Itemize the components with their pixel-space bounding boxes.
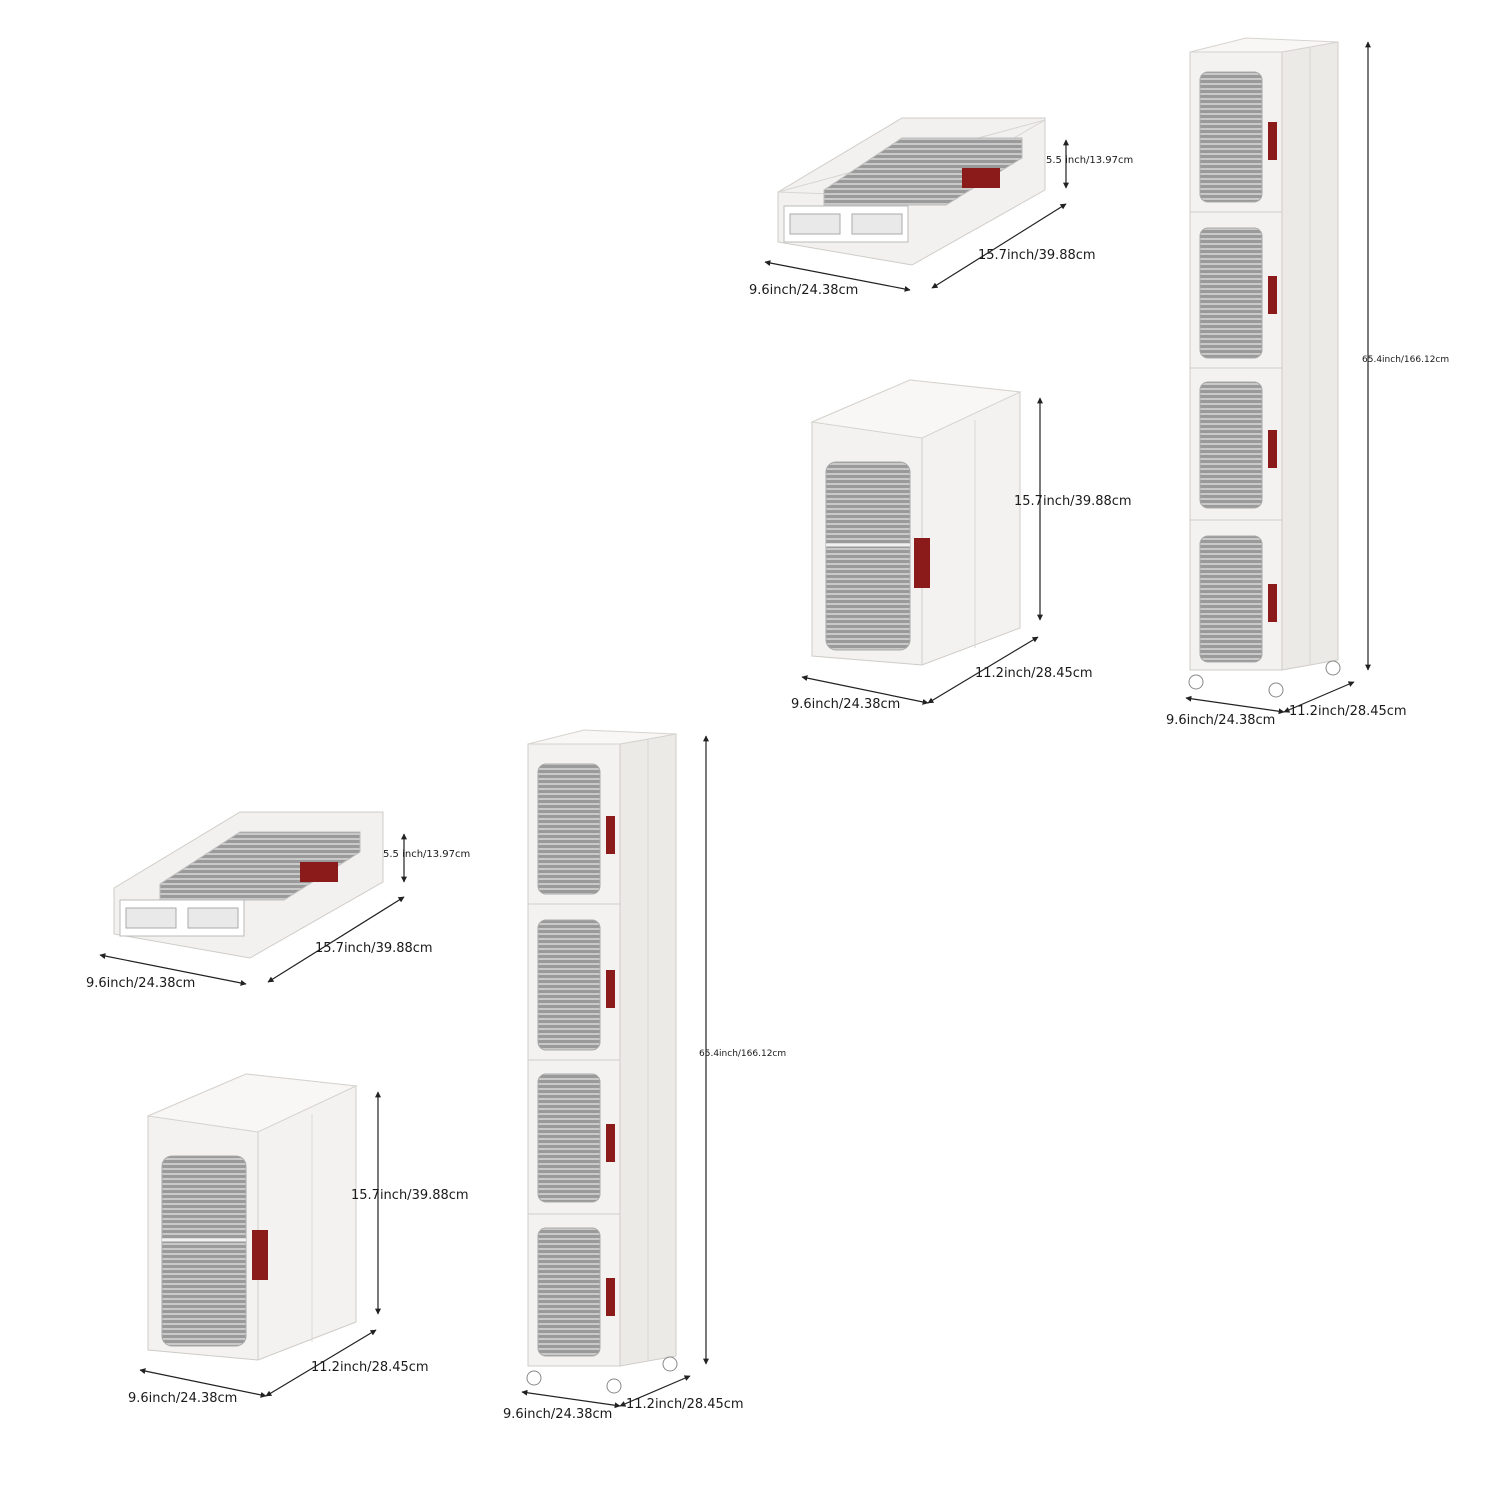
handle-icon	[1268, 430, 1277, 468]
tower-depth-label: 11.2inch/28.45cm	[1289, 704, 1407, 719]
tower-width-label: 9.6inch/24.38cm	[1166, 713, 1275, 728]
single-depth-label: 11.2inch/28.45cm	[311, 1360, 429, 1375]
handle-icon	[606, 816, 615, 854]
flat-height-label: 5.5 inch/13.97cm	[383, 849, 470, 860]
handle-icon	[300, 862, 338, 882]
flat-depth-label: 15.7inch/39.88cm	[978, 248, 1096, 263]
group-bottom: 9.6inch/24.38cm 15.7inch/39.88cm 5.5 inc…	[86, 729, 786, 1422]
single-dimension-lines	[801, 397, 1043, 705]
tower-dimension-lines	[521, 735, 709, 1409]
wheel-icon	[606, 1378, 622, 1394]
handle-icon	[606, 1278, 615, 1316]
single-width-label: 9.6inch/24.38cm	[791, 697, 900, 712]
flat-width-label: 9.6inch/24.38cm	[749, 283, 858, 298]
flat-folded-box	[777, 117, 1046, 266]
tower-storage-unit	[526, 729, 678, 1394]
handle-icon	[606, 970, 615, 1008]
handle-icon	[252, 1230, 268, 1280]
handle-icon	[606, 1124, 615, 1162]
flat-depth-label: 15.7inch/39.88cm	[315, 941, 433, 956]
single-width-label: 9.6inch/24.38cm	[128, 1391, 237, 1406]
flat-dimension-lines	[764, 139, 1069, 292]
wheel-icon	[526, 1370, 542, 1386]
tower-dimension-lines	[1185, 41, 1371, 715]
tower-height-label: 65.4inch/166.12cm	[1362, 355, 1449, 365]
flat-height-label: 5.5 inch/13.97cm	[1046, 155, 1133, 166]
handle-icon	[914, 538, 930, 588]
single-storage-unit	[146, 1073, 358, 1361]
flat-dimension-lines	[99, 833, 407, 986]
tower-width-label: 9.6inch/24.38cm	[503, 1407, 612, 1422]
handle-icon	[1268, 584, 1277, 622]
tower-depth-label: 11.2inch/28.45cm	[626, 1397, 744, 1412]
single-height-label: 15.7inch/39.88cm	[1014, 494, 1132, 509]
handle-icon	[1268, 276, 1277, 314]
single-storage-unit	[810, 379, 1022, 666]
tower-height-label: 65.4inch/166.12cm	[699, 1049, 786, 1059]
flat-width-label: 9.6inch/24.38cm	[86, 976, 195, 991]
wheel-icon	[1325, 660, 1341, 676]
wheel-icon	[1268, 682, 1284, 698]
flat-folded-box	[113, 811, 384, 959]
group-top: 9.6inch/24.38cm 15.7inch/39.88cm 5.5 inc…	[749, 37, 1449, 728]
single-height-label: 15.7inch/39.88cm	[351, 1188, 469, 1203]
single-dimension-lines	[139, 1091, 381, 1398]
handle-icon	[962, 168, 1000, 188]
single-depth-label: 11.2inch/28.45cm	[975, 666, 1093, 681]
wheel-icon	[662, 1356, 678, 1372]
tower-storage-unit	[1188, 37, 1341, 698]
handle-icon	[1268, 122, 1277, 160]
wheel-icon	[1188, 674, 1204, 690]
